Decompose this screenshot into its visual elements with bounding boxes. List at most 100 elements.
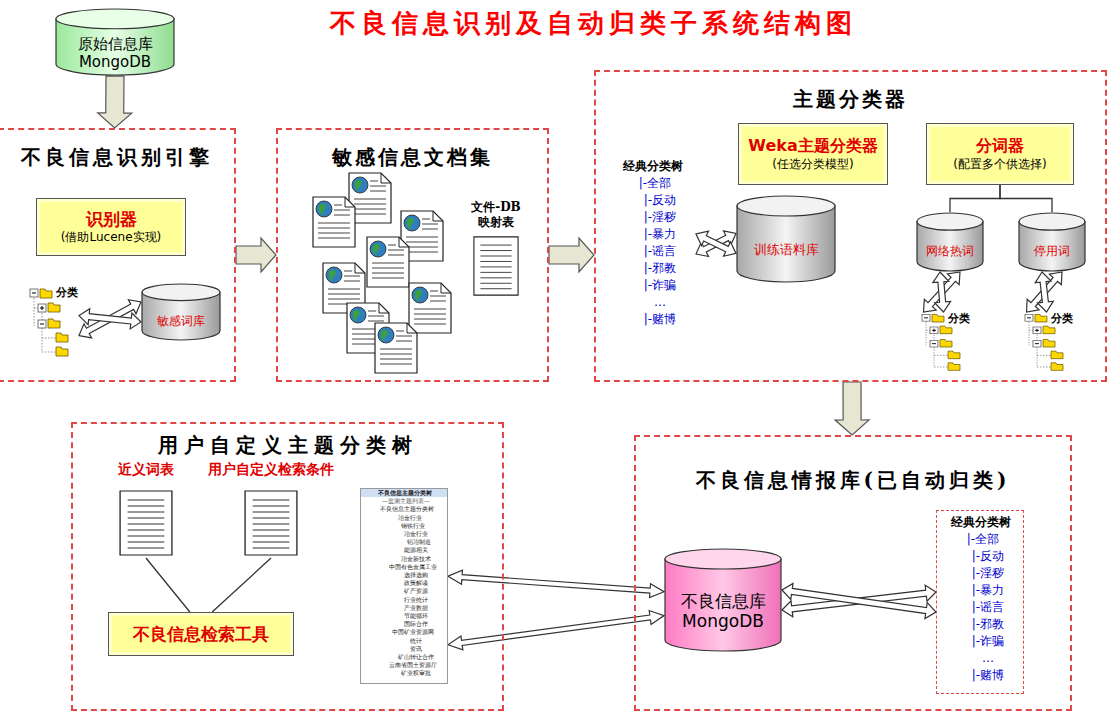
tree-icon — [30, 289, 68, 356]
database-cylinder: 不良信息库 MongoDB — [664, 548, 782, 652]
document-icon — [375, 323, 417, 373]
double-arrow — [448, 570, 664, 597]
node-label: 文件-DB 映射表 — [467, 200, 525, 230]
tree-item: 冶金行业 — [361, 514, 447, 522]
connector-line — [212, 558, 271, 612]
node-label: 原始信息库 MongoDB — [59, 35, 171, 71]
process-box: Weka主题分类器(任选分类模型) — [738, 123, 888, 185]
tree-item: 产业数据 — [361, 604, 447, 612]
node-label: 分类 — [1050, 312, 1074, 326]
tree-item: 资讯 — [361, 645, 447, 653]
connector-line — [1000, 185, 1052, 212]
flow-arrow — [549, 238, 594, 272]
cross-arrow — [696, 231, 736, 257]
tree-item: |-暴力 — [939, 582, 1021, 599]
module-panel: 近义词表用户自定义检索条件不良信息检索工具不良信息主题分类树—监测主题列表—不良… — [71, 422, 504, 711]
tree-item: |-诈骗 — [608, 277, 696, 294]
tree-item: 中国有色金属工业 — [361, 563, 447, 571]
module-panel: 文件-DB 映射表 敏感信息文档集 — [276, 128, 549, 382]
panel-heading: 不良信息情报库(已自动归类) — [636, 467, 1070, 494]
tree-item: 中国矿业资源网 — [361, 628, 447, 636]
cylinder-top — [917, 213, 983, 230]
box-title: 分词器 — [976, 136, 1024, 157]
category-tree: 经典分类树|-全部|-反动|-淫秽|-暴力|-谣言|-邪教|-诈骗…|-赌博 — [608, 158, 696, 330]
document-icon — [367, 237, 409, 287]
diagram-title: 不良信息识别及自动归类子系统结构图 — [330, 6, 857, 41]
tree-item: 节能循环 — [361, 612, 447, 620]
tree-item: |-邪教 — [608, 260, 696, 277]
module-panel: 不良信息库 MongoDB 经典分类树|-全部|-反动|-淫秽|-暴力|-谣言|-… — [634, 435, 1072, 711]
document-icon: 近义词表 — [104, 462, 188, 558]
cylinder-top — [56, 9, 174, 29]
tree-item: 云南省国土资源厅 — [361, 661, 447, 669]
flow-arrow — [835, 382, 869, 435]
document-shape — [473, 236, 519, 296]
tree-item: 钢铁行业 — [361, 522, 447, 530]
tree-item: 统计 — [361, 637, 447, 645]
node-label: 不良信息库 MongoDB — [668, 591, 778, 632]
tree-item: … — [608, 294, 696, 311]
panel-heading: 主题分类器 — [596, 86, 1105, 113]
connector-line — [146, 558, 190, 612]
cylinder-top — [737, 196, 835, 216]
document-icon: 用户自定义检索条件 — [196, 462, 346, 558]
panel-heading: 不良信息识别引擎 — [0, 144, 234, 171]
connector-line — [950, 185, 1000, 212]
tree-item: |-淫秽 — [608, 209, 696, 226]
tree-item: 不良信息主题分类树 — [361, 489, 447, 497]
double-arrow — [782, 583, 936, 618]
tree-item: 行业统计 — [361, 596, 447, 604]
cylinder-top — [665, 549, 781, 569]
cross-arrow — [924, 272, 961, 312]
panel-heading: 敏感信息文档集 — [278, 144, 547, 171]
tree-item: 国际合作 — [361, 620, 447, 628]
tree-item: |-诈骗 — [939, 633, 1021, 650]
double-arrow — [933, 272, 951, 312]
node-label: 网络热词 — [926, 244, 974, 258]
cylinder-body — [665, 559, 781, 651]
tree-item: —监测主题列表— — [361, 497, 447, 505]
box-subtitle: (借助Lucene实现) — [61, 230, 161, 246]
tree-screenshot: 不良信息主题分类树—监测主题列表—不良信息主题分类树冶金行业钢铁行业冶金行业铝冶… — [360, 488, 448, 684]
node-label: 敏感词库 — [157, 314, 205, 328]
double-arrow — [696, 231, 736, 256]
tree-item: |-反动 — [608, 192, 696, 209]
cross-arrow — [79, 300, 141, 338]
cylinder-top — [142, 284, 220, 301]
process-box: 分词器(配置多个供选择) — [926, 123, 1074, 185]
box-subtitle: (任选分类模型) — [772, 157, 853, 173]
tree-item: 矿产资源 — [361, 587, 447, 595]
document-icon — [313, 197, 355, 247]
tree-item: 选择选购 — [361, 571, 447, 579]
node-label: 用户自定义检索条件 — [196, 462, 346, 477]
node-label: 停用词 — [1034, 244, 1070, 258]
tree-item: 冶金新技术 — [361, 555, 447, 563]
document-icon: 文件-DB 映射表 — [456, 200, 536, 304]
tree-item: |-赌博 — [939, 667, 1021, 684]
module-panel: 识别器(借助Lucene实现) 分类敏感词库 不良信息识别引擎 — [0, 128, 236, 382]
database-cylinder: 停用词 — [1018, 212, 1086, 272]
module-panel: 经典分类树|-全部|-反动|-淫秽|-暴力|-谣言|-邪教|-诈骗…|-赌博训练… — [594, 70, 1107, 382]
node-label: 分类 — [947, 312, 971, 326]
box-title: 识别器 — [86, 208, 137, 230]
tree-item: |-全部 — [939, 531, 1021, 548]
document-icon — [245, 491, 297, 555]
cylinder-shape — [736, 195, 836, 283]
tree-item: 矿山转让合作 — [361, 653, 447, 661]
node-label: 分类 — [55, 286, 79, 300]
tree-heading: 经典分类树 — [939, 514, 1021, 531]
cylinder-top — [1019, 213, 1085, 230]
flow-arrow — [236, 238, 276, 272]
document-shape — [244, 490, 298, 556]
database-cylinder: 网络热词 — [916, 212, 984, 272]
database-cylinder: 原始信息库 MongoDB — [55, 8, 175, 76]
category-tree: 经典分类树|-全部|-反动|-淫秽|-暴力|-谣言|-邪教|-诈骗…|-赌博 — [936, 510, 1024, 694]
tree-item: |-谣言 — [608, 243, 696, 260]
flow-arrow — [98, 76, 132, 128]
tree-item: 冶金行业 — [361, 530, 447, 538]
database-cylinder: 敏感词库 — [141, 283, 221, 341]
document-icon — [409, 283, 451, 333]
cylinder-body — [737, 206, 835, 282]
